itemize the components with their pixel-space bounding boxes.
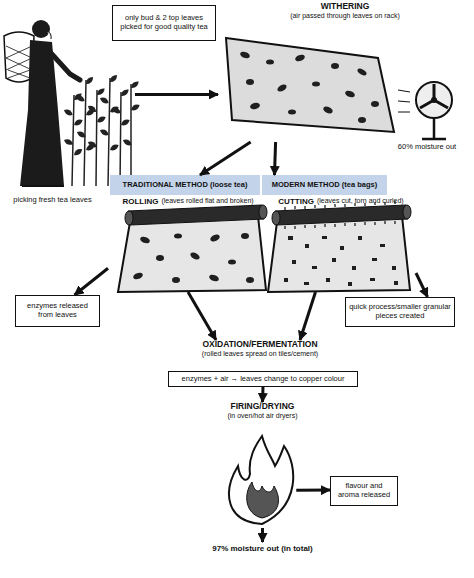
flow-arrow bbox=[200, 142, 251, 175]
node-heading: only bud & 2 top leaves picked for good … bbox=[116, 14, 212, 31]
flow-arrow bbox=[296, 489, 330, 492]
node-body: (in oven/hot air dryers) bbox=[227, 412, 297, 420]
tea-bushes bbox=[63, 73, 141, 186]
tea-picker bbox=[4, 20, 80, 186]
node-heading: picking fresh tea leaves bbox=[5, 196, 100, 205]
flow-arrow bbox=[188, 292, 216, 340]
flow-arrow bbox=[416, 273, 428, 297]
note-box: enzymes + air → leaves change to copper … bbox=[168, 371, 358, 387]
node-heading: TRADITIONAL METHOD (loose tea) bbox=[123, 181, 248, 190]
flow-arrow bbox=[261, 528, 264, 542]
flow-arrow bbox=[261, 387, 265, 402]
flow-arrow bbox=[75, 268, 109, 295]
rolling-stage: ROLLING(leaves rolled flat and broken) bbox=[108, 197, 268, 292]
node-heading: quick process/smaller granular pieces cr… bbox=[349, 303, 451, 320]
node-heading: CUTTING bbox=[278, 197, 314, 206]
note-box: only bud & 2 top leaves picked for good … bbox=[112, 5, 216, 41]
result-text: 97% moisture out (in total) bbox=[180, 542, 345, 556]
withering-rack bbox=[226, 38, 452, 139]
node-body: (air passed through leaves on rack) bbox=[280, 12, 410, 20]
node-heading: MODERN METHOD (tea bags) bbox=[272, 181, 377, 190]
flow-arrow bbox=[275, 142, 276, 175]
note-box: enzymes released from leaves bbox=[15, 295, 100, 327]
rolling-machine bbox=[118, 205, 267, 292]
node-heading: enzymes + air → leaves change to copper … bbox=[182, 375, 345, 384]
flow-arrow bbox=[135, 93, 218, 96]
node-heading: WITHERING bbox=[280, 2, 410, 12]
node-heading: 97% moisture out (in total) bbox=[212, 544, 312, 553]
node-heading: ROLLING bbox=[122, 197, 158, 206]
withering-stage: WITHERING(air passed through leaves on r… bbox=[218, 2, 410, 142]
method-band: MODERN METHOD (tea bags) bbox=[262, 175, 387, 195]
node-body: (leaves rolled flat and broken) bbox=[161, 197, 253, 205]
fire-symbol bbox=[229, 436, 293, 524]
cutting-stage: CUTTING(leaves cut, torn and curled) bbox=[266, 197, 416, 292]
moisture-note: 60% moisture out bbox=[383, 143, 471, 152]
node-heading: OXIDATION/FERMENTATION bbox=[202, 340, 317, 350]
node-body: (leaves cut, torn and curled) bbox=[317, 197, 404, 205]
firing-stage: FIRING/DRYING(in oven/hot air dryers) bbox=[195, 402, 330, 528]
oxidation-stage: OXIDATION/FERMENTATION(rolled leaves spr… bbox=[160, 340, 360, 368]
cutting-machine bbox=[268, 201, 411, 292]
flow-arrow bbox=[300, 292, 316, 340]
node-heading: enzymes released from leaves bbox=[19, 302, 96, 319]
node-body: (rolled leaves spread on tiles/cement) bbox=[202, 350, 318, 358]
note-box: flavour and aroma released bbox=[330, 476, 398, 506]
note-box: quick process/smaller granular pieces cr… bbox=[345, 297, 455, 327]
node-heading: flavour and aroma released bbox=[334, 482, 394, 499]
node-heading: FIRING/DRYING bbox=[231, 402, 295, 412]
method-band: TRADITIONAL METHOD (loose tea) bbox=[110, 175, 260, 195]
